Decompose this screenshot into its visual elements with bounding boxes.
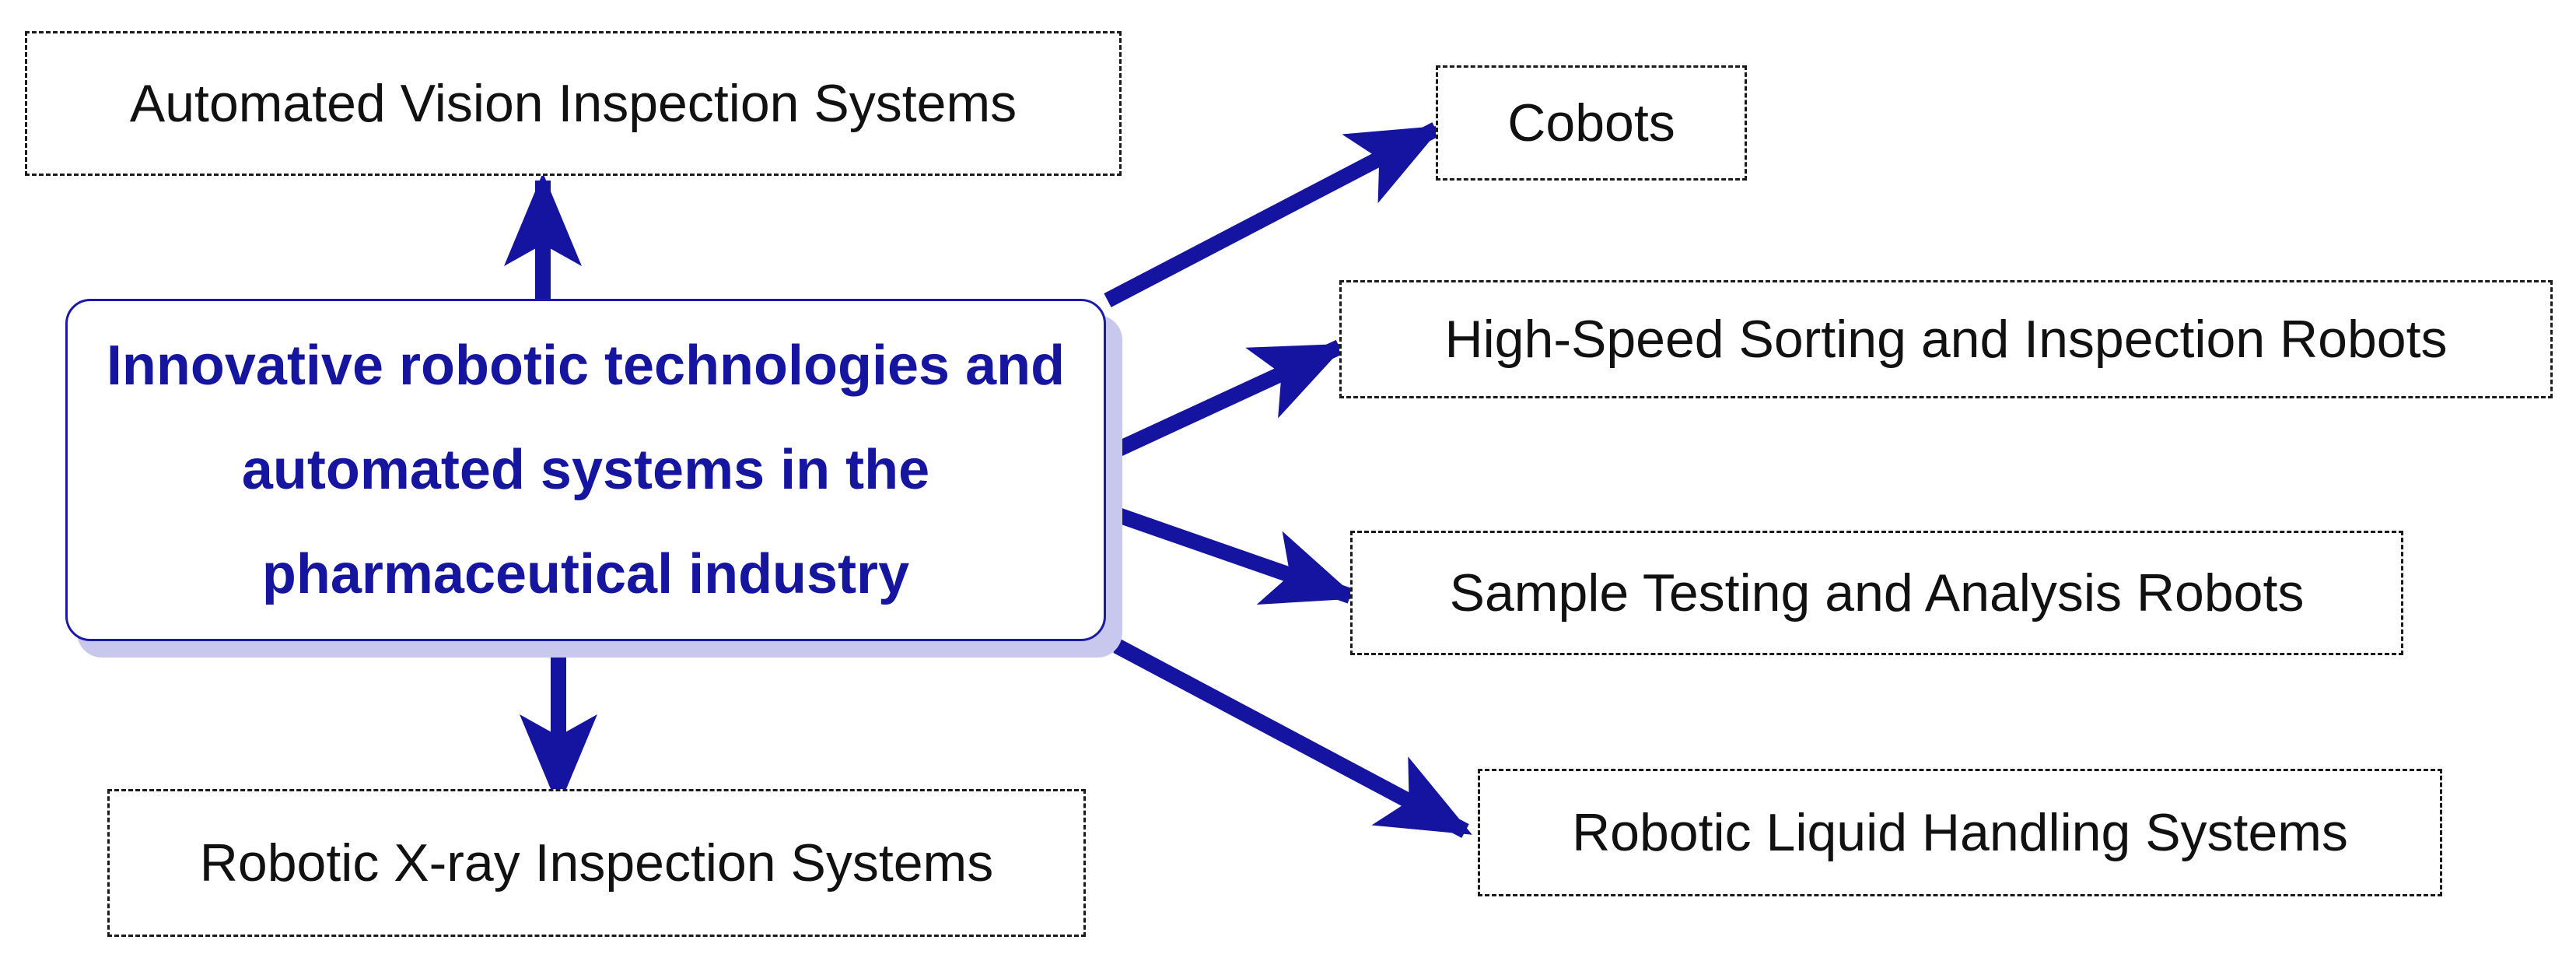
node-label: Robotic Liquid Handling Systems: [1572, 803, 2348, 862]
node-label: Automated Vision Inspection Systems: [129, 74, 1017, 133]
node-cobots: Cobots: [1436, 65, 1747, 181]
node-label: Sample Testing and Analysis Robots: [1449, 563, 2305, 623]
connector-to-cobots: [1104, 122, 1443, 307]
node-automated-vision-inspection-systems: Automated Vision Inspection Systems: [25, 31, 1122, 176]
connector-to-sample-testing: [1111, 506, 1358, 605]
node-label: High-Speed Sorting and Inspection Robots: [1444, 310, 2448, 369]
central-node: Innovative robotic technologies and auto…: [65, 299, 1106, 641]
connector-to-robotic-liquid-handling: [1113, 639, 1472, 838]
central-node-title: Innovative robotic technologies and auto…: [106, 335, 1066, 605]
node-label: Cobots: [1507, 93, 1675, 153]
node-robotic-liquid-handling-systems: Robotic Liquid Handling Systems: [1478, 769, 2442, 896]
node-sample-testing-and-analysis-robots: Sample Testing and Analysis Robots: [1350, 531, 2403, 655]
connector-to-high-speed-sorting: [1110, 339, 1347, 459]
node-label: Robotic X-ray Inspection Systems: [199, 833, 994, 893]
node-robotic-xray-inspection-systems: Robotic X-ray Inspection Systems: [107, 789, 1086, 937]
node-high-speed-sorting-and-inspection-robots: High-Speed Sorting and Inspection Robots: [1339, 280, 2553, 398]
